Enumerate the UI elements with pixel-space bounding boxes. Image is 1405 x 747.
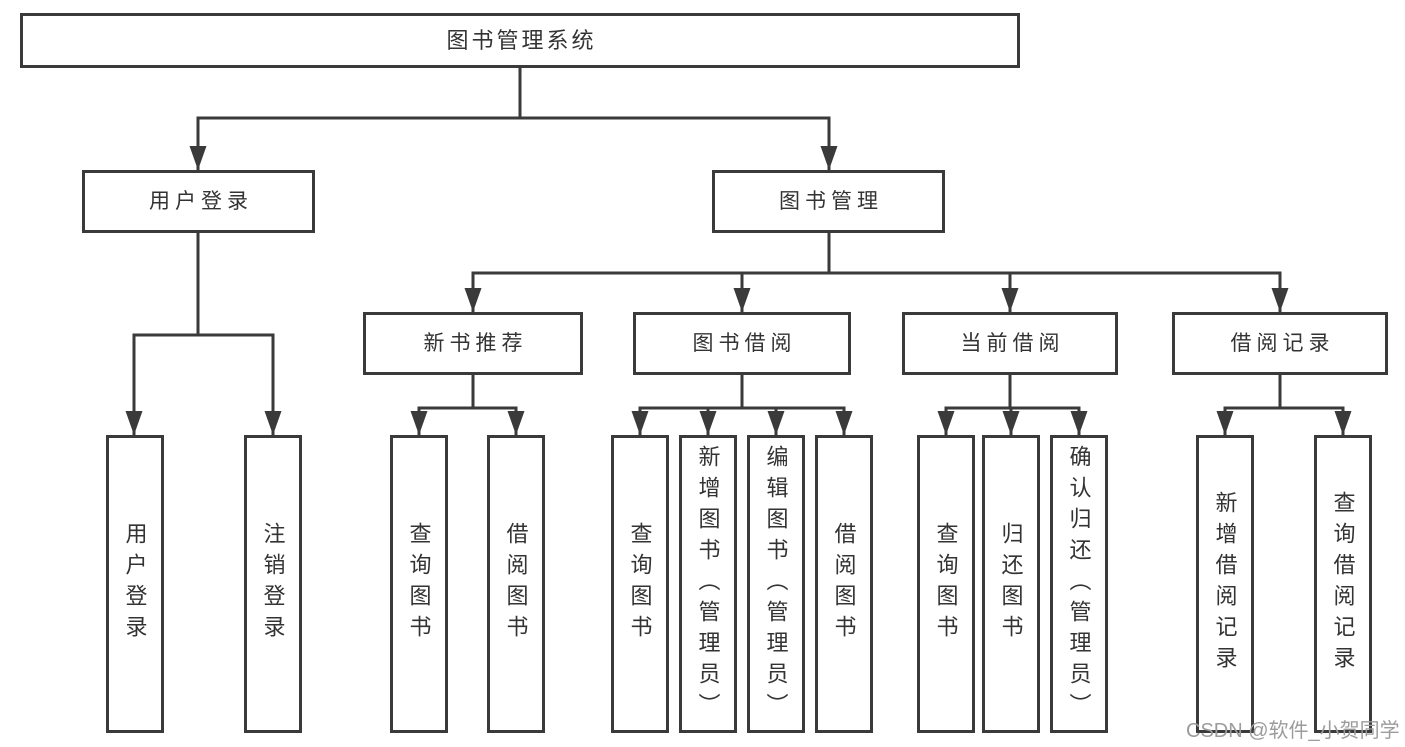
node-label: 图书管理系统 [446, 27, 597, 53]
csdn-watermark: CSDN @软件_小贺同学 [1186, 720, 1400, 742]
node-current-borrowing: 当前借阅 [902, 312, 1118, 375]
node-label: 新增借阅记录 [1212, 491, 1238, 677]
node-label: 当前借阅 [960, 332, 1065, 355]
node-user-login: 用户登录 [82, 170, 315, 233]
node-borrow-books-leaf-1: 借阅图书 [487, 435, 545, 733]
node-logout-leaf: 注销登录 [244, 435, 302, 733]
node-edit-books-admin-leaf: 编辑图书（管理员） [747, 435, 805, 733]
node-label: 查询图书 [627, 522, 653, 646]
node-label: 编辑图书（管理员） [763, 444, 789, 724]
node-label: 用户登录 [122, 522, 148, 646]
node-label: 查询图书 [933, 522, 959, 646]
node-borrow-books-leaf-2: 借阅图书 [815, 435, 873, 733]
node-borrowing-records: 借阅记录 [1172, 312, 1388, 375]
node-label: 新增图书（管理员） [695, 444, 721, 724]
node-label: 确认归还（管理员） [1066, 444, 1092, 724]
node-label: 借阅图书 [503, 522, 529, 646]
node-label: 归还图书 [998, 522, 1024, 646]
node-confirm-return-admin-leaf: 确认归还（管理员） [1050, 435, 1108, 733]
node-label: 新书推荐 [423, 332, 528, 355]
node-search-books-leaf-1: 查询图书 [390, 435, 448, 733]
node-root: 图书管理系统 [20, 13, 1020, 68]
node-add-books-admin-leaf: 新增图书（管理员） [679, 435, 737, 733]
node-label: 图书管理 [779, 190, 883, 213]
node-user-login-leaf: 用户登录 [106, 435, 164, 733]
node-book-management: 图书管理 [712, 170, 945, 233]
connector-trunks [132, 66, 1345, 410]
node-label: 查询借阅记录 [1330, 491, 1356, 677]
node-book-borrowing: 图书借阅 [633, 312, 851, 375]
node-search-books-leaf-2: 查询图书 [611, 435, 669, 733]
node-return-books-leaf: 归还图书 [982, 435, 1040, 733]
node-add-borrow-record-leaf: 新增借阅记录 [1196, 435, 1254, 733]
node-search-borrow-record-leaf: 查询借阅记录 [1314, 435, 1372, 733]
node-search-books-leaf-3: 查询图书 [917, 435, 975, 733]
node-label: 用户登录 [149, 190, 253, 213]
node-label: 图书借阅 [692, 332, 797, 355]
node-label: 查询图书 [406, 522, 432, 646]
node-label: 借阅图书 [831, 522, 857, 646]
node-new-book-recommendation: 新书推荐 [363, 312, 583, 375]
node-label: 注销登录 [260, 522, 286, 646]
node-label: 借阅记录 [1230, 332, 1335, 355]
